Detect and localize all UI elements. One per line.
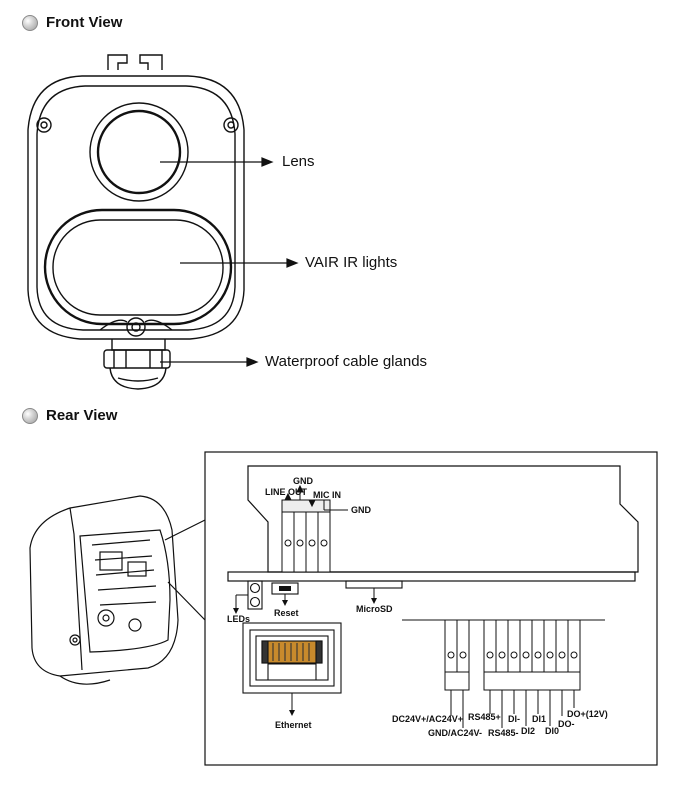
lens-label: Lens [282, 153, 315, 170]
microsd-label: MicroSD [356, 604, 393, 614]
cable-glands-label: Waterproof cable glands [265, 353, 428, 370]
bullet-icon [22, 14, 38, 31]
bullet-icon [22, 407, 38, 424]
rs485-plus-label: RS485+ [468, 712, 501, 722]
rs485-minus-label: RS485- [488, 728, 519, 738]
front-view-title: Front View [46, 14, 123, 31]
gnd-right-label: GND [351, 505, 372, 515]
di0-label: DI0 [545, 726, 559, 736]
rear-camera-sketch [29, 495, 206, 685]
line-out-label: LINE OUT [265, 487, 308, 497]
di-minus-label: DI- [508, 714, 520, 724]
ir-lights-label: VAIR IR lights [305, 254, 398, 271]
di2-label: DI2 [521, 726, 535, 736]
do-plus-label: DO+(12V) [567, 709, 608, 719]
di1-label: DI1 [532, 714, 546, 724]
ethernet-label: Ethernet [275, 720, 312, 730]
do-minus-label: DO- [558, 719, 575, 729]
front-view-heading: Front View [22, 14, 122, 31]
rear-view-title: Rear View [46, 407, 118, 424]
ethernet-port-icon [242, 622, 342, 694]
leds-label: LEDs [227, 614, 250, 624]
gnd-ac24v-label: GND/AC24V- [428, 728, 482, 738]
rear-view-heading: Rear View [22, 407, 117, 424]
gnd-top-label: GND [293, 476, 314, 486]
dc24v-label: DC24V+/AC24V+ [392, 714, 463, 724]
mic-in-label: MIC IN [313, 490, 341, 500]
reset-label: Reset [274, 608, 299, 618]
